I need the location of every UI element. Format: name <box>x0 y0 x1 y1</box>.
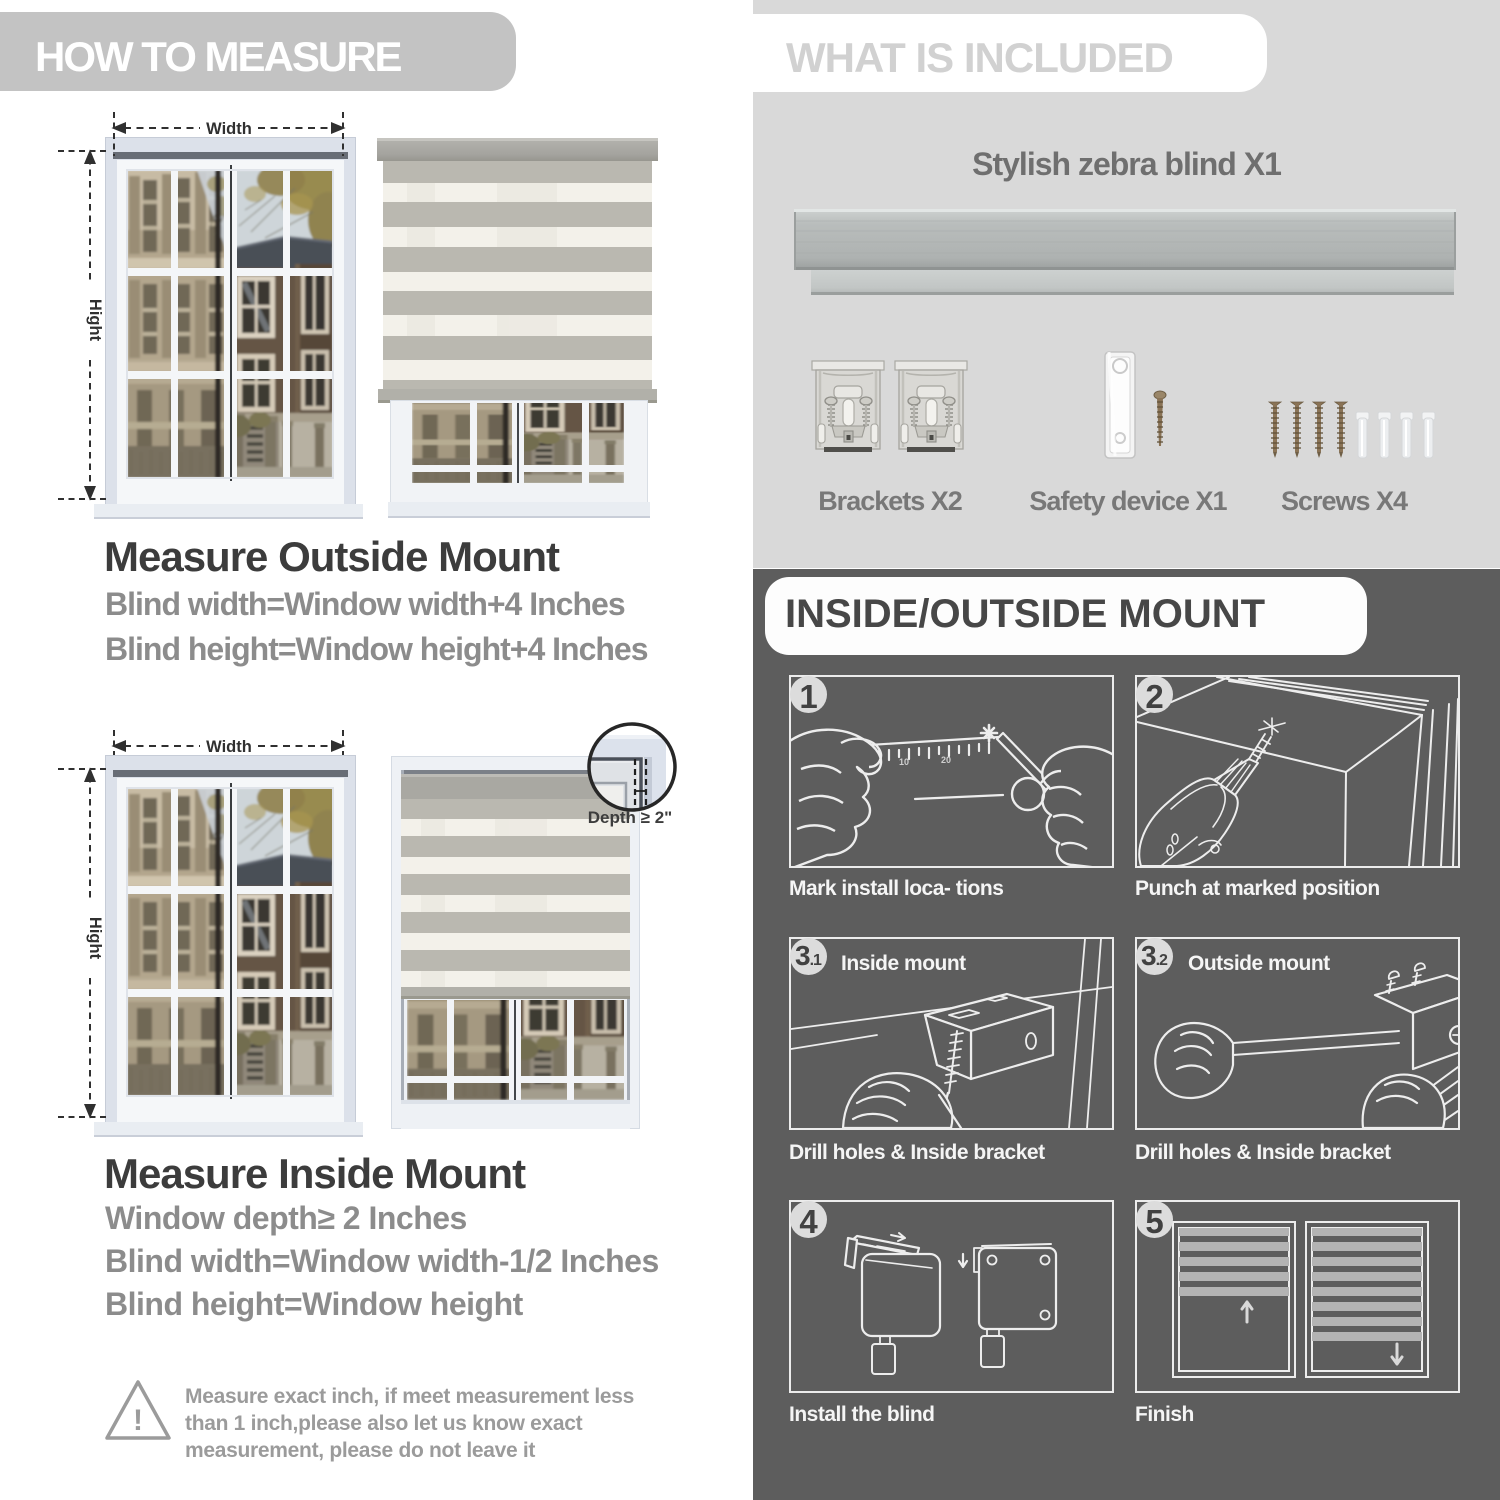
svg-text:10: 10 <box>899 757 909 767</box>
svg-text:Width: Width <box>206 120 252 138</box>
svg-text:Hight: Hight <box>86 917 104 960</box>
svg-text:20: 20 <box>941 755 951 765</box>
svg-text:Width: Width <box>206 738 252 756</box>
svg-text:!: ! <box>133 1404 143 1437</box>
svg-text:Hight: Hight <box>86 299 104 342</box>
